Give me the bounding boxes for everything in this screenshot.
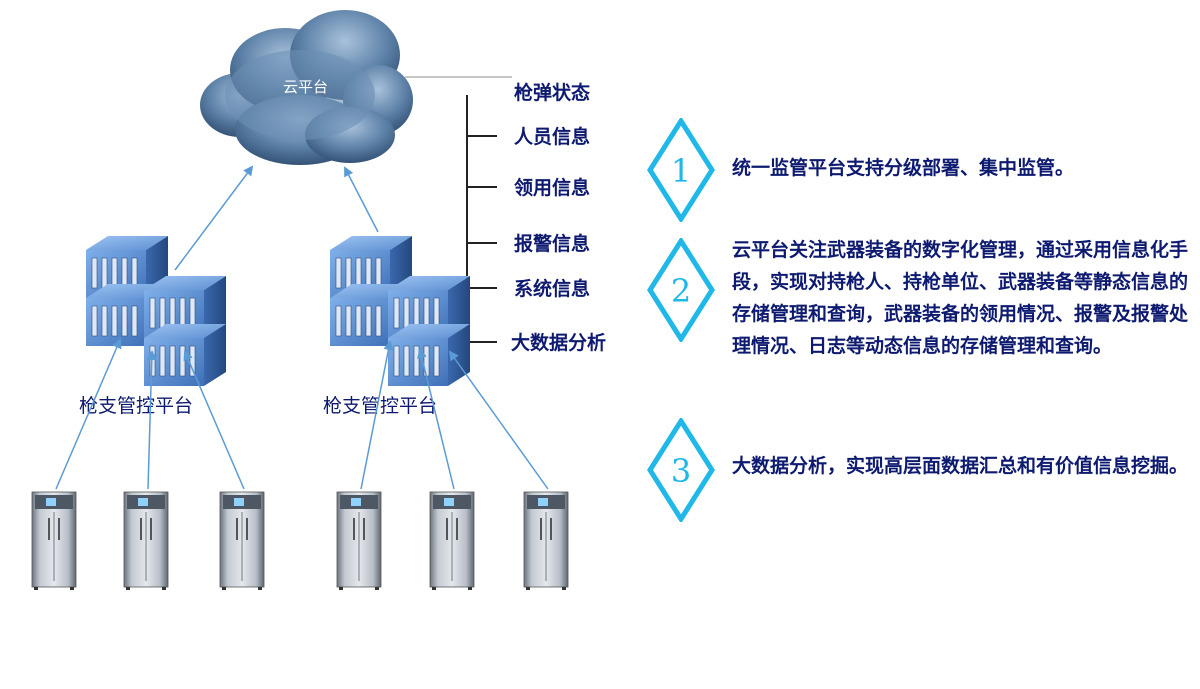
platform-label: 枪支管控平台 bbox=[323, 395, 437, 417]
server-stack-icon bbox=[330, 236, 470, 386]
cloud-icon bbox=[200, 10, 413, 165]
cabinet-to-platform-arrow bbox=[146, 350, 157, 490]
cloud-label: 云平台 bbox=[283, 78, 328, 96]
category-label: 枪弹状态 bbox=[514, 81, 590, 104]
feature-text: 大数据分析，实现高层面数据汇总和有价值信息挖掘。 bbox=[732, 455, 1189, 477]
feature-text: 统一监管平台支持分级部署、集中监管。 bbox=[732, 157, 1075, 179]
feature-item-2: 2 云平台关注武器装备的数字化管理，通过采用信息化手段，实现对持枪人、持枪单位、… bbox=[646, 238, 1188, 357]
feature-number: 3 bbox=[671, 452, 691, 490]
category-label: 人员信息 bbox=[514, 125, 590, 148]
category-label: 系统信息 bbox=[514, 277, 590, 300]
cabinet-to-platform-arrow bbox=[360, 340, 394, 490]
category-label: 报警信息 bbox=[514, 232, 590, 255]
number-diamond-icon: 2 bbox=[647, 238, 715, 342]
server-stack-icon bbox=[86, 236, 226, 386]
platform-1-to-cloud-arrow bbox=[174, 165, 254, 271]
cabinet-to-platform-arrow bbox=[448, 350, 549, 490]
category-label: 领用信息 bbox=[514, 176, 590, 199]
gun-cabinet-icon bbox=[123, 491, 169, 590]
number-diamond-icon: 3 bbox=[647, 418, 715, 522]
cabinet-to-platform-arrow bbox=[417, 348, 455, 490]
feature-item-1: 1 统一监管平台支持分级部署、集中监管。 bbox=[646, 118, 1186, 222]
platform-label: 枪支管控平台 bbox=[79, 395, 193, 417]
feature-number: 1 bbox=[671, 152, 691, 190]
gun-cabinet-icon bbox=[523, 491, 569, 590]
platform-2-to-cloud-arrow bbox=[344, 166, 379, 233]
feature-text: 云平台关注武器装备的数字化管理，通过采用信息化手段，实现对持枪人、持枪单位、武器… bbox=[732, 239, 1189, 357]
feature-number: 2 bbox=[671, 272, 691, 310]
gun-cabinet-icon bbox=[336, 491, 382, 590]
gun-cabinet-icon bbox=[31, 491, 77, 590]
feature-item-3: 3 大数据分析，实现高层面数据汇总和有价值信息挖掘。 bbox=[646, 418, 1188, 522]
cabinet-to-platform-arrow bbox=[183, 350, 245, 490]
category-label: 大数据分析 bbox=[511, 331, 606, 354]
gun-cabinet-icon bbox=[219, 491, 265, 590]
cabinet-to-platform-arrow bbox=[55, 338, 122, 490]
gun-cabinet-icon bbox=[429, 491, 475, 590]
number-diamond-icon: 1 bbox=[647, 118, 715, 222]
